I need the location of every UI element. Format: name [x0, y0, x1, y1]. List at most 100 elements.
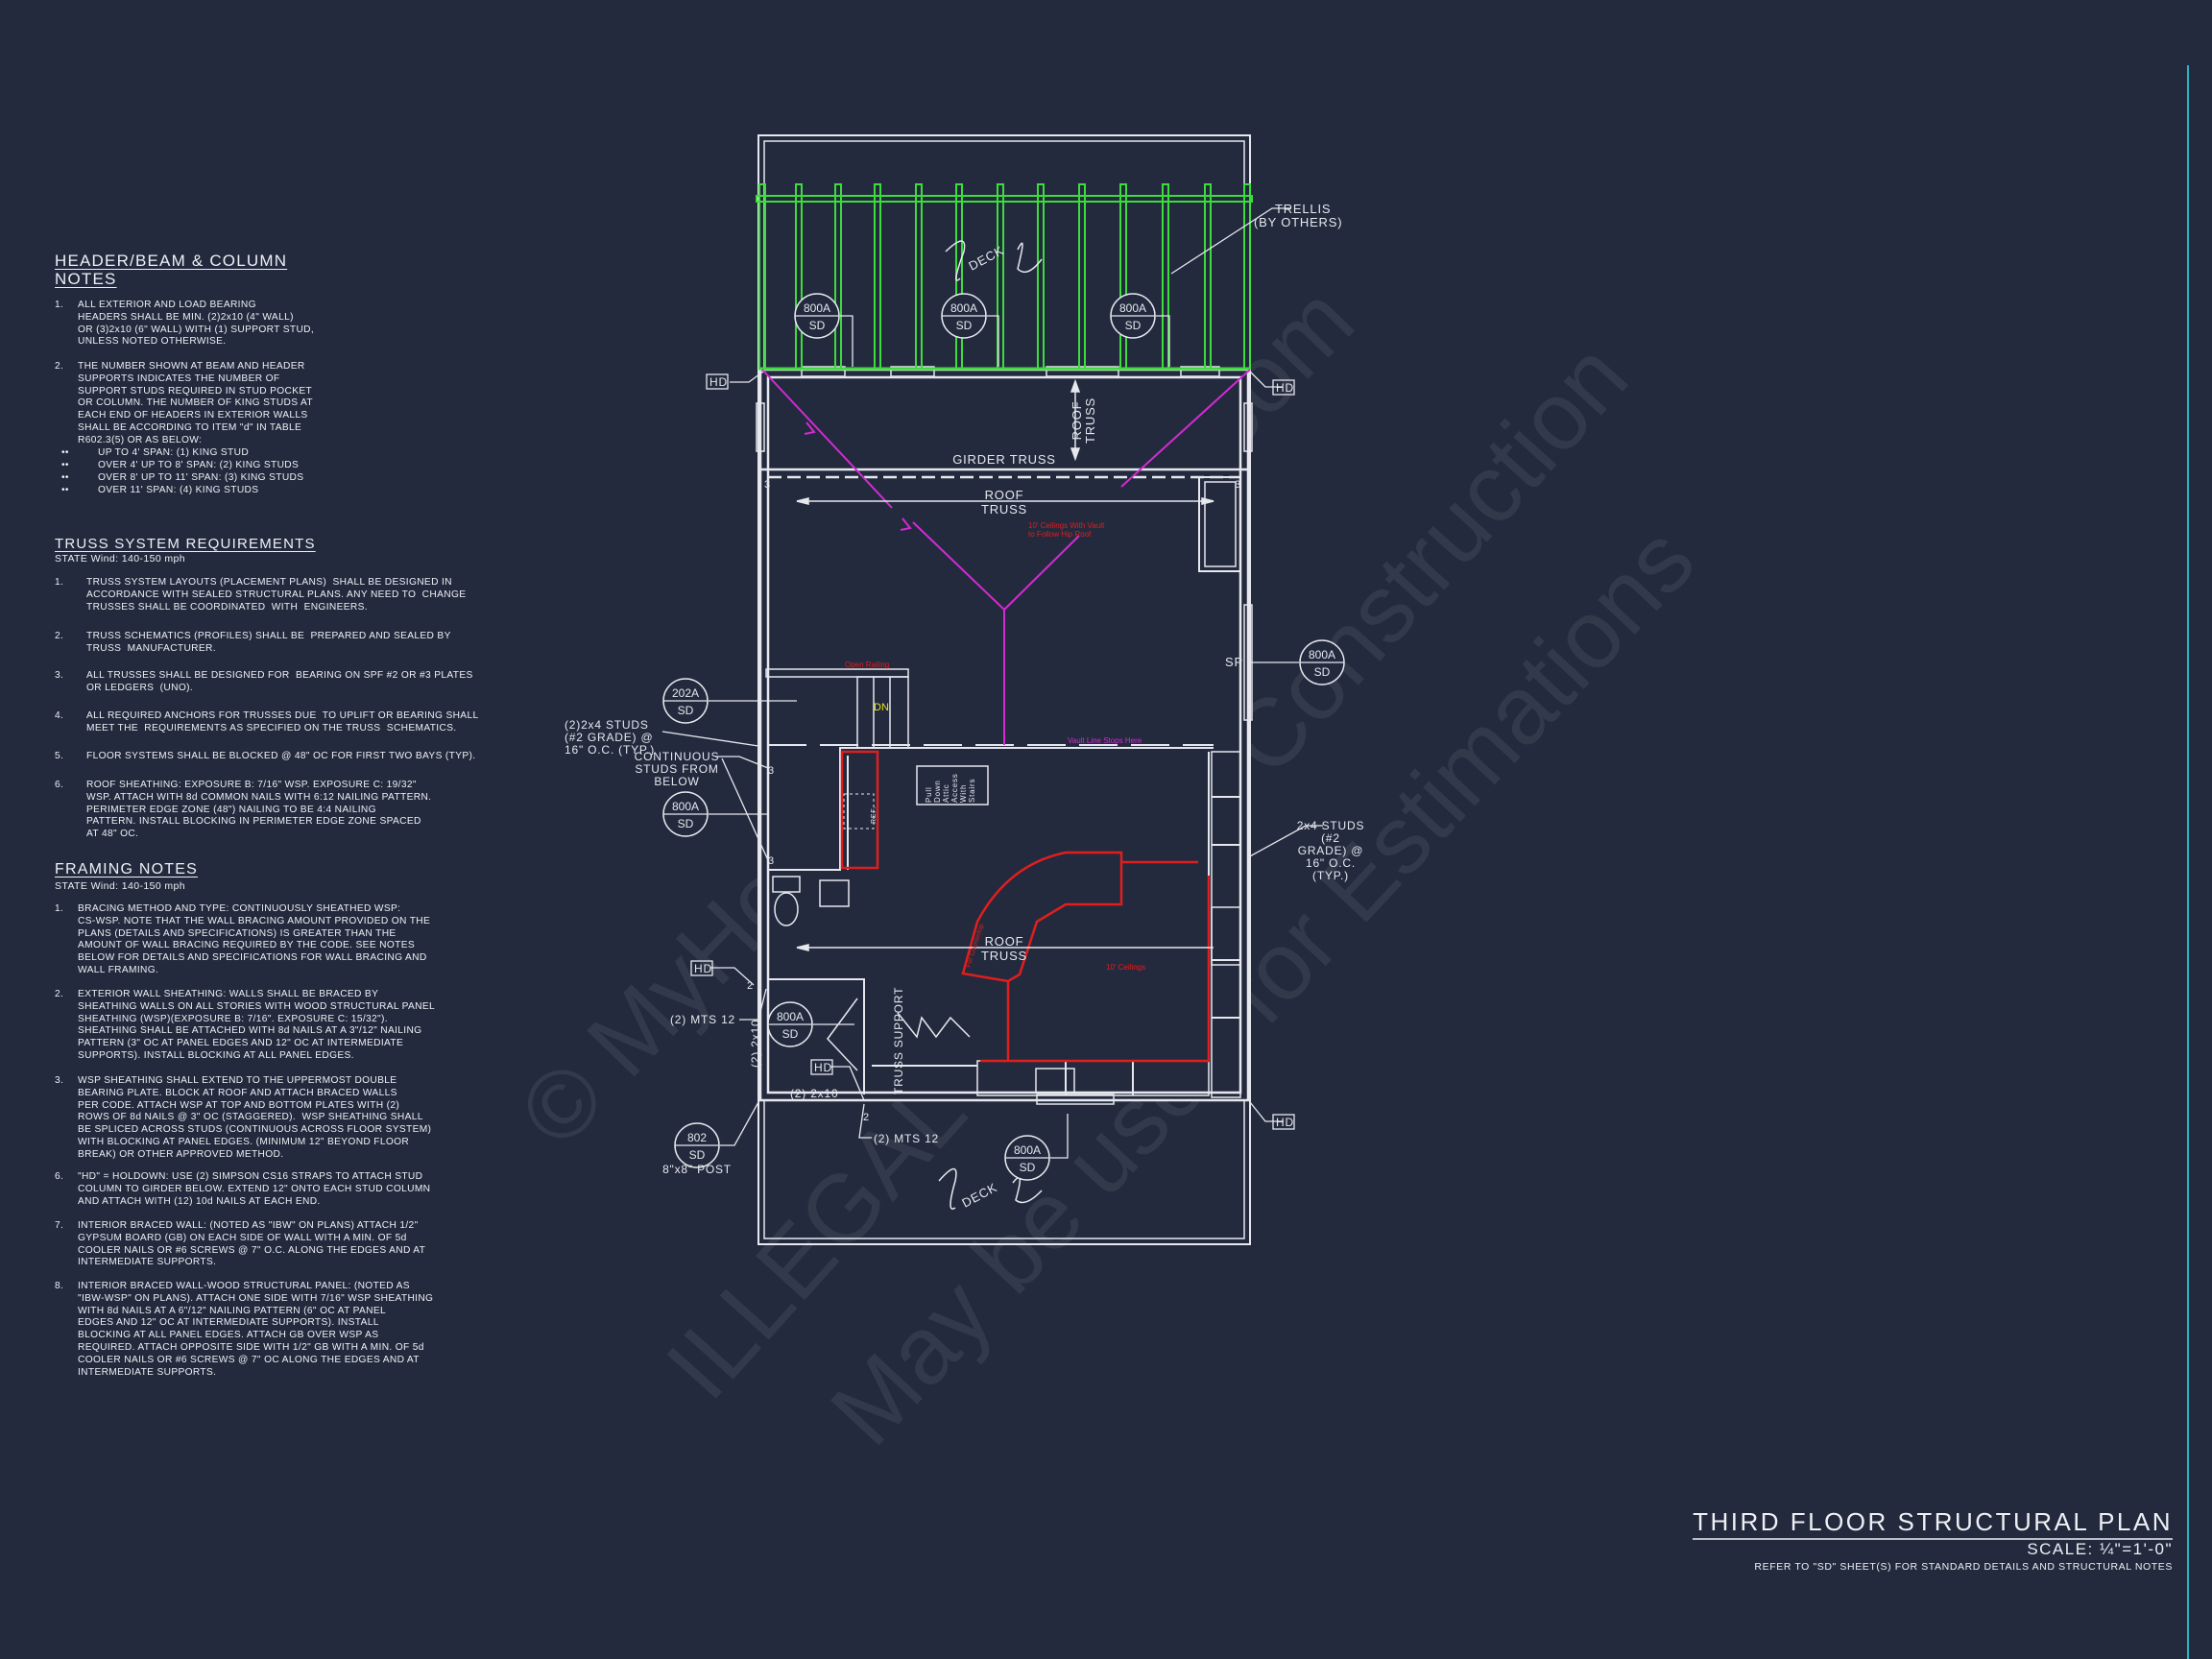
svg-text:With: With: [959, 784, 968, 803]
callout-top-text: 800A: [1309, 648, 1335, 661]
callout-top-text: 800A: [672, 800, 699, 813]
stud-count: 3: [768, 765, 775, 777]
trellis-rafter: [874, 183, 881, 370]
trellis-rafter: [1162, 183, 1169, 370]
trellis-rafter: [1037, 183, 1045, 370]
callout-bottom-text: SD: [689, 1148, 706, 1162]
trellis-label-2: (BY OTHERS): [1254, 215, 1342, 229]
callout-bottom-text: SD: [1125, 319, 1142, 332]
callout-top-text: 802: [687, 1131, 707, 1144]
leader-lines: [661, 207, 1323, 1159]
vault-ceiling-note-2: to Follow Hip Roof: [1028, 530, 1092, 539]
continuous-studs-note: CONTINUOUS: [635, 750, 720, 763]
trellis-rafter: [915, 183, 923, 370]
trellis-rafter: [955, 183, 963, 370]
svg-text:Access: Access: [950, 773, 959, 803]
svg-text:HD: HD: [1276, 381, 1294, 395]
attic-access-label: Pull Down Attic Access With Stairs: [925, 773, 976, 803]
studs-right-note: (TYP.): [1312, 869, 1349, 882]
studs-right-note: 2x4 STUDS: [1297, 819, 1365, 832]
trellis-rafter: [795, 183, 803, 370]
detail-callouts: 800ASD800ASD800ASD800ASD202ASD800ASD800A…: [662, 293, 1345, 1181]
roof-truss-label-lower-2: TRUSS: [981, 949, 1027, 963]
detail-callout-bubble[interactable]: 202A SD: [662, 678, 709, 724]
studs-right-note: GRADE) @: [1298, 844, 1364, 857]
callout-top-text: 800A: [1119, 301, 1146, 315]
trellis: [756, 183, 1253, 371]
post-label: 8"x8" POST: [662, 1163, 732, 1176]
callout-bottom-text: SD: [1020, 1161, 1036, 1174]
truss-support-label: TRUSS SUPPORT: [892, 987, 905, 1094]
girder-truss-label: GIRDER TRUSS: [952, 452, 1056, 467]
stud-count: 2: [863, 1112, 870, 1123]
vault-line-label: Vault Line Stops Here: [1068, 736, 1142, 745]
2x10-label: (2) 2x10: [790, 1087, 838, 1100]
drawing-scale: SCALE: ¼"=1'-0": [2027, 1540, 2173, 1558]
callout-bottom-text: SD: [809, 319, 826, 332]
studs-left-note: 16" O.C. (TYP.): [565, 743, 655, 757]
svg-text:Pull: Pull: [925, 786, 933, 803]
svg-text:HD: HD: [814, 1061, 832, 1074]
callout-top-text: 202A: [672, 686, 699, 700]
mts-12-label: (2) MTS 12: [670, 1013, 735, 1026]
callout-bottom-text: SD: [678, 817, 694, 830]
roof-truss-label-lower: ROOF: [985, 934, 1024, 949]
kitchen-sink-icon: [1035, 1068, 1075, 1094]
sp-label: SP: [1225, 655, 1243, 669]
detail-callout-bubble[interactable]: 800A SD: [662, 791, 709, 837]
detail-callout-bubble[interactable]: 800A SD: [1110, 293, 1156, 339]
section-subtitle: STATE Wind: 140-150 mph: [55, 880, 186, 892]
2x10-label-vertical: (2) 2x10: [749, 1020, 762, 1068]
trellis-rafter: [1204, 183, 1212, 370]
callout-bottom-text: SD: [956, 319, 973, 332]
callout-top-text: 800A: [777, 1010, 804, 1023]
trellis-rafter: [834, 183, 842, 370]
callout-top-text: 800A: [950, 301, 977, 315]
section-title: TRUSS SYSTEM REQUIREMENTS: [55, 536, 316, 552]
roof-truss-label-vertical: ROOF: [1070, 401, 1084, 441]
section-subtitle: STATE Wind: 140-150 mph: [55, 553, 186, 565]
studs-right-note: 16" O.C.: [1306, 856, 1356, 870]
drawing-title: THIRD FLOOR STRUCTURAL PLAN: [1693, 1507, 2173, 1540]
door-swing: [827, 998, 858, 1071]
section-title: HEADER/BEAM & COLUMN: [55, 252, 288, 270]
toilet-icon: [772, 876, 801, 926]
bath-sink-icon: [819, 879, 850, 907]
deck-label-top: DECK: [966, 243, 1006, 274]
svg-text:Attic: Attic: [942, 783, 950, 803]
roof-truss-label-2: TRUSS: [981, 502, 1027, 517]
attic-access-box: [916, 765, 989, 805]
stud-count: 3: [764, 479, 771, 491]
studs-right-note: (#2: [1321, 831, 1340, 845]
callout-top-text: 800A: [1014, 1143, 1041, 1157]
deck-outline-outer: [757, 134, 1251, 1245]
hd-tags: HD HD HD HD HD: [690, 373, 1295, 1130]
section-title: NOTES: [55, 270, 117, 288]
ref-label: REF.: [871, 806, 878, 824]
svg-text:HD: HD: [709, 375, 728, 389]
roof-truss-label-vertical-2: TRUSS: [1083, 397, 1097, 444]
svg-text:Down: Down: [933, 780, 942, 803]
closet: [1198, 476, 1241, 572]
roof-truss-label: ROOF: [985, 488, 1024, 502]
kitchen-cabinets: [840, 750, 1241, 1063]
callout-bottom-text: SD: [678, 704, 694, 717]
mts-12-label: (2) MTS 12: [874, 1132, 939, 1145]
stair-down-label: DN: [874, 702, 889, 713]
studs-left-note: (#2 GRADE) @: [565, 731, 653, 744]
open-railing-label: Open Railing: [845, 661, 889, 669]
stud-count: 2: [747, 980, 754, 992]
truss-arrows: [796, 378, 1214, 951]
trellis-rafter: [1119, 183, 1127, 370]
hip-lines: [761, 369, 1251, 745]
kitchen-island: [961, 851, 1123, 983]
detail-callout-bubble[interactable]: 800A SD: [1004, 1135, 1050, 1181]
stud-count: 3: [768, 855, 775, 867]
detail-callout-bubble[interactable]: 800A SD: [941, 293, 987, 339]
continuous-studs-note: STUDS FROM: [635, 762, 718, 776]
